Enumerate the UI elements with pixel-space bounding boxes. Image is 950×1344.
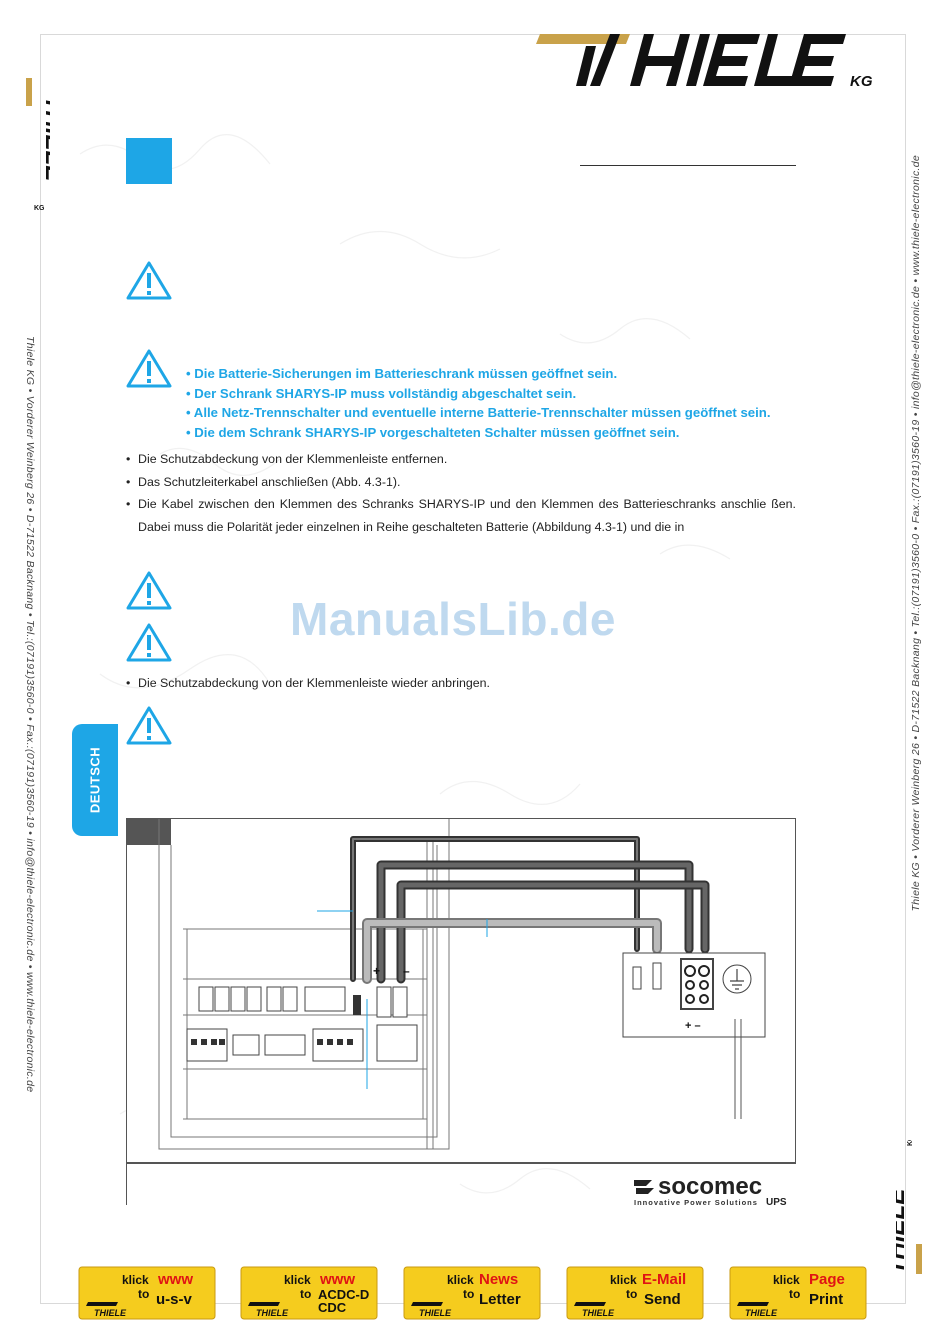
warning-item: Alle Netz-Trennschalter und eventuelle i…: [186, 403, 771, 423]
button-background: THIELE: [78, 1266, 216, 1320]
button-background: THIELE: [729, 1266, 867, 1320]
button-to-label: to: [463, 1287, 475, 1301]
button-www-usv[interactable]: THIELE klick www to u-s-v: [78, 1266, 216, 1320]
svg-text:KG: KG: [907, 1140, 914, 1146]
figure-rule-vertical: [126, 1163, 127, 1205]
button-to-label: to: [138, 1287, 150, 1301]
socomec-tagline: Innovative Power Solutions: [634, 1198, 758, 1207]
instruction-step: Die Schutzabdeckung von der Klemmenleist…: [126, 448, 796, 471]
button-top-label: E-Mail: [642, 1271, 687, 1288]
warning-icon: [126, 571, 172, 610]
button-mini-logo: THIELE: [745, 1308, 778, 1318]
button-mini-logo: THIELE: [582, 1308, 615, 1318]
wiring-diagram-drawing: + – + –: [127, 819, 766, 1150]
instruction-list-final: Die Schutzabdeckung von der Klemmenleist…: [126, 672, 796, 695]
socomec-logo: socomec Innovative Power Solutions UPS: [634, 1173, 787, 1208]
warning-icon: [126, 623, 172, 662]
instruction-step: Die Schutzabdeckung von der Klemmenleist…: [126, 672, 796, 695]
button-bottom-label: Letter: [479, 1291, 521, 1308]
right-address-strip: Thiele KG • Vorderer Weinberg 26 • D-715…: [910, 155, 922, 912]
button-to-label: to: [626, 1287, 638, 1301]
button-page-print[interactable]: THIELE klick Page to Print: [729, 1266, 867, 1320]
button-bottom-label: u-s-v: [156, 1291, 192, 1308]
button-top-label: www: [158, 1271, 194, 1288]
title-rule: [580, 165, 796, 166]
button-bottom-label: ACDC-DCDC: [318, 1287, 370, 1315]
button-top-label: News: [479, 1271, 519, 1288]
diagram-plus-label: +: [373, 964, 380, 978]
button-mini-logo: THIELE: [256, 1308, 289, 1318]
section-marker: [126, 138, 172, 184]
button-www-acdc[interactable]: THIELE klick www to ACDC-DCDC: [240, 1266, 378, 1320]
button-newsletter[interactable]: THIELE klick News to Letter: [403, 1266, 541, 1320]
warning-icon: [126, 349, 172, 388]
warning-item: Der Schrank SHARYS-IP muss vollständig a…: [186, 384, 771, 404]
button-bottom-label: Send: [644, 1291, 681, 1308]
socomec-ups: UPS: [766, 1197, 787, 1208]
instruction-step: Das Schutzleiterkabel anschließen (Abb. …: [126, 471, 796, 494]
button-background: THIELE: [403, 1266, 541, 1320]
instruction-step: Die Kabel zwischen den Klemmen des Schra…: [126, 493, 796, 538]
button-mini-logo: THIELE: [94, 1308, 127, 1318]
button-email-send[interactable]: THIELE klick E-Mail to Send: [566, 1266, 704, 1320]
thiele-logo: KG: [536, 34, 873, 90]
language-tab-label: DEUTSCH: [87, 746, 103, 814]
button-klick-label: klick: [122, 1273, 149, 1287]
button-to-label: to: [300, 1287, 312, 1301]
warning-list: Die Batterie-Sicherungen im Batterieschr…: [186, 364, 771, 442]
button-klick-label: klick: [610, 1273, 637, 1287]
diagram-minus-label: –: [403, 964, 410, 978]
button-klick-label: klick: [773, 1273, 800, 1287]
svg-text:KG: KG: [34, 205, 45, 212]
button-top-label: Page: [809, 1271, 845, 1288]
warning-item: Die dem Schrank SHARYS-IP vorgeschaltete…: [186, 423, 771, 443]
logo-kg: KG: [850, 73, 873, 90]
thiele-corner-logo: THIELE KG: [896, 1140, 922, 1274]
button-bottom-label: Print: [809, 1291, 844, 1308]
watermark: ManualsLib.de: [290, 593, 616, 645]
warning-icon: [126, 706, 172, 745]
button-to-label: to: [789, 1287, 801, 1301]
thiele-side-logo: THIELE KG: [26, 78, 50, 212]
button-mini-logo: THIELE: [419, 1308, 452, 1318]
button-background: THIELE: [240, 1266, 378, 1320]
button-klick-label: klick: [447, 1273, 474, 1287]
language-tab[interactable]: DEUTSCH: [72, 724, 118, 836]
terminal-polarity-label: + –: [685, 1020, 701, 1032]
warning-icon: [126, 261, 172, 300]
socomec-name: socomec: [658, 1173, 762, 1200]
instruction-list: Die Schutzabdeckung von der Klemmenleist…: [126, 448, 796, 538]
button-top-label: www: [320, 1271, 356, 1288]
left-address-strip: Thiele KG • Vorderer Weinberg 26 • D-715…: [24, 336, 36, 1093]
figure-rule: [126, 1163, 796, 1164]
svg-text:THIELE: THIELE: [896, 1188, 910, 1274]
button-background: THIELE: [566, 1266, 704, 1320]
svg-text:THIELE: THIELE: [40, 96, 50, 182]
button-klick-label: klick: [284, 1273, 311, 1287]
warning-item: Die Batterie-Sicherungen im Batterieschr…: [186, 364, 771, 384]
wiring-diagram: + – + –: [126, 818, 796, 1163]
